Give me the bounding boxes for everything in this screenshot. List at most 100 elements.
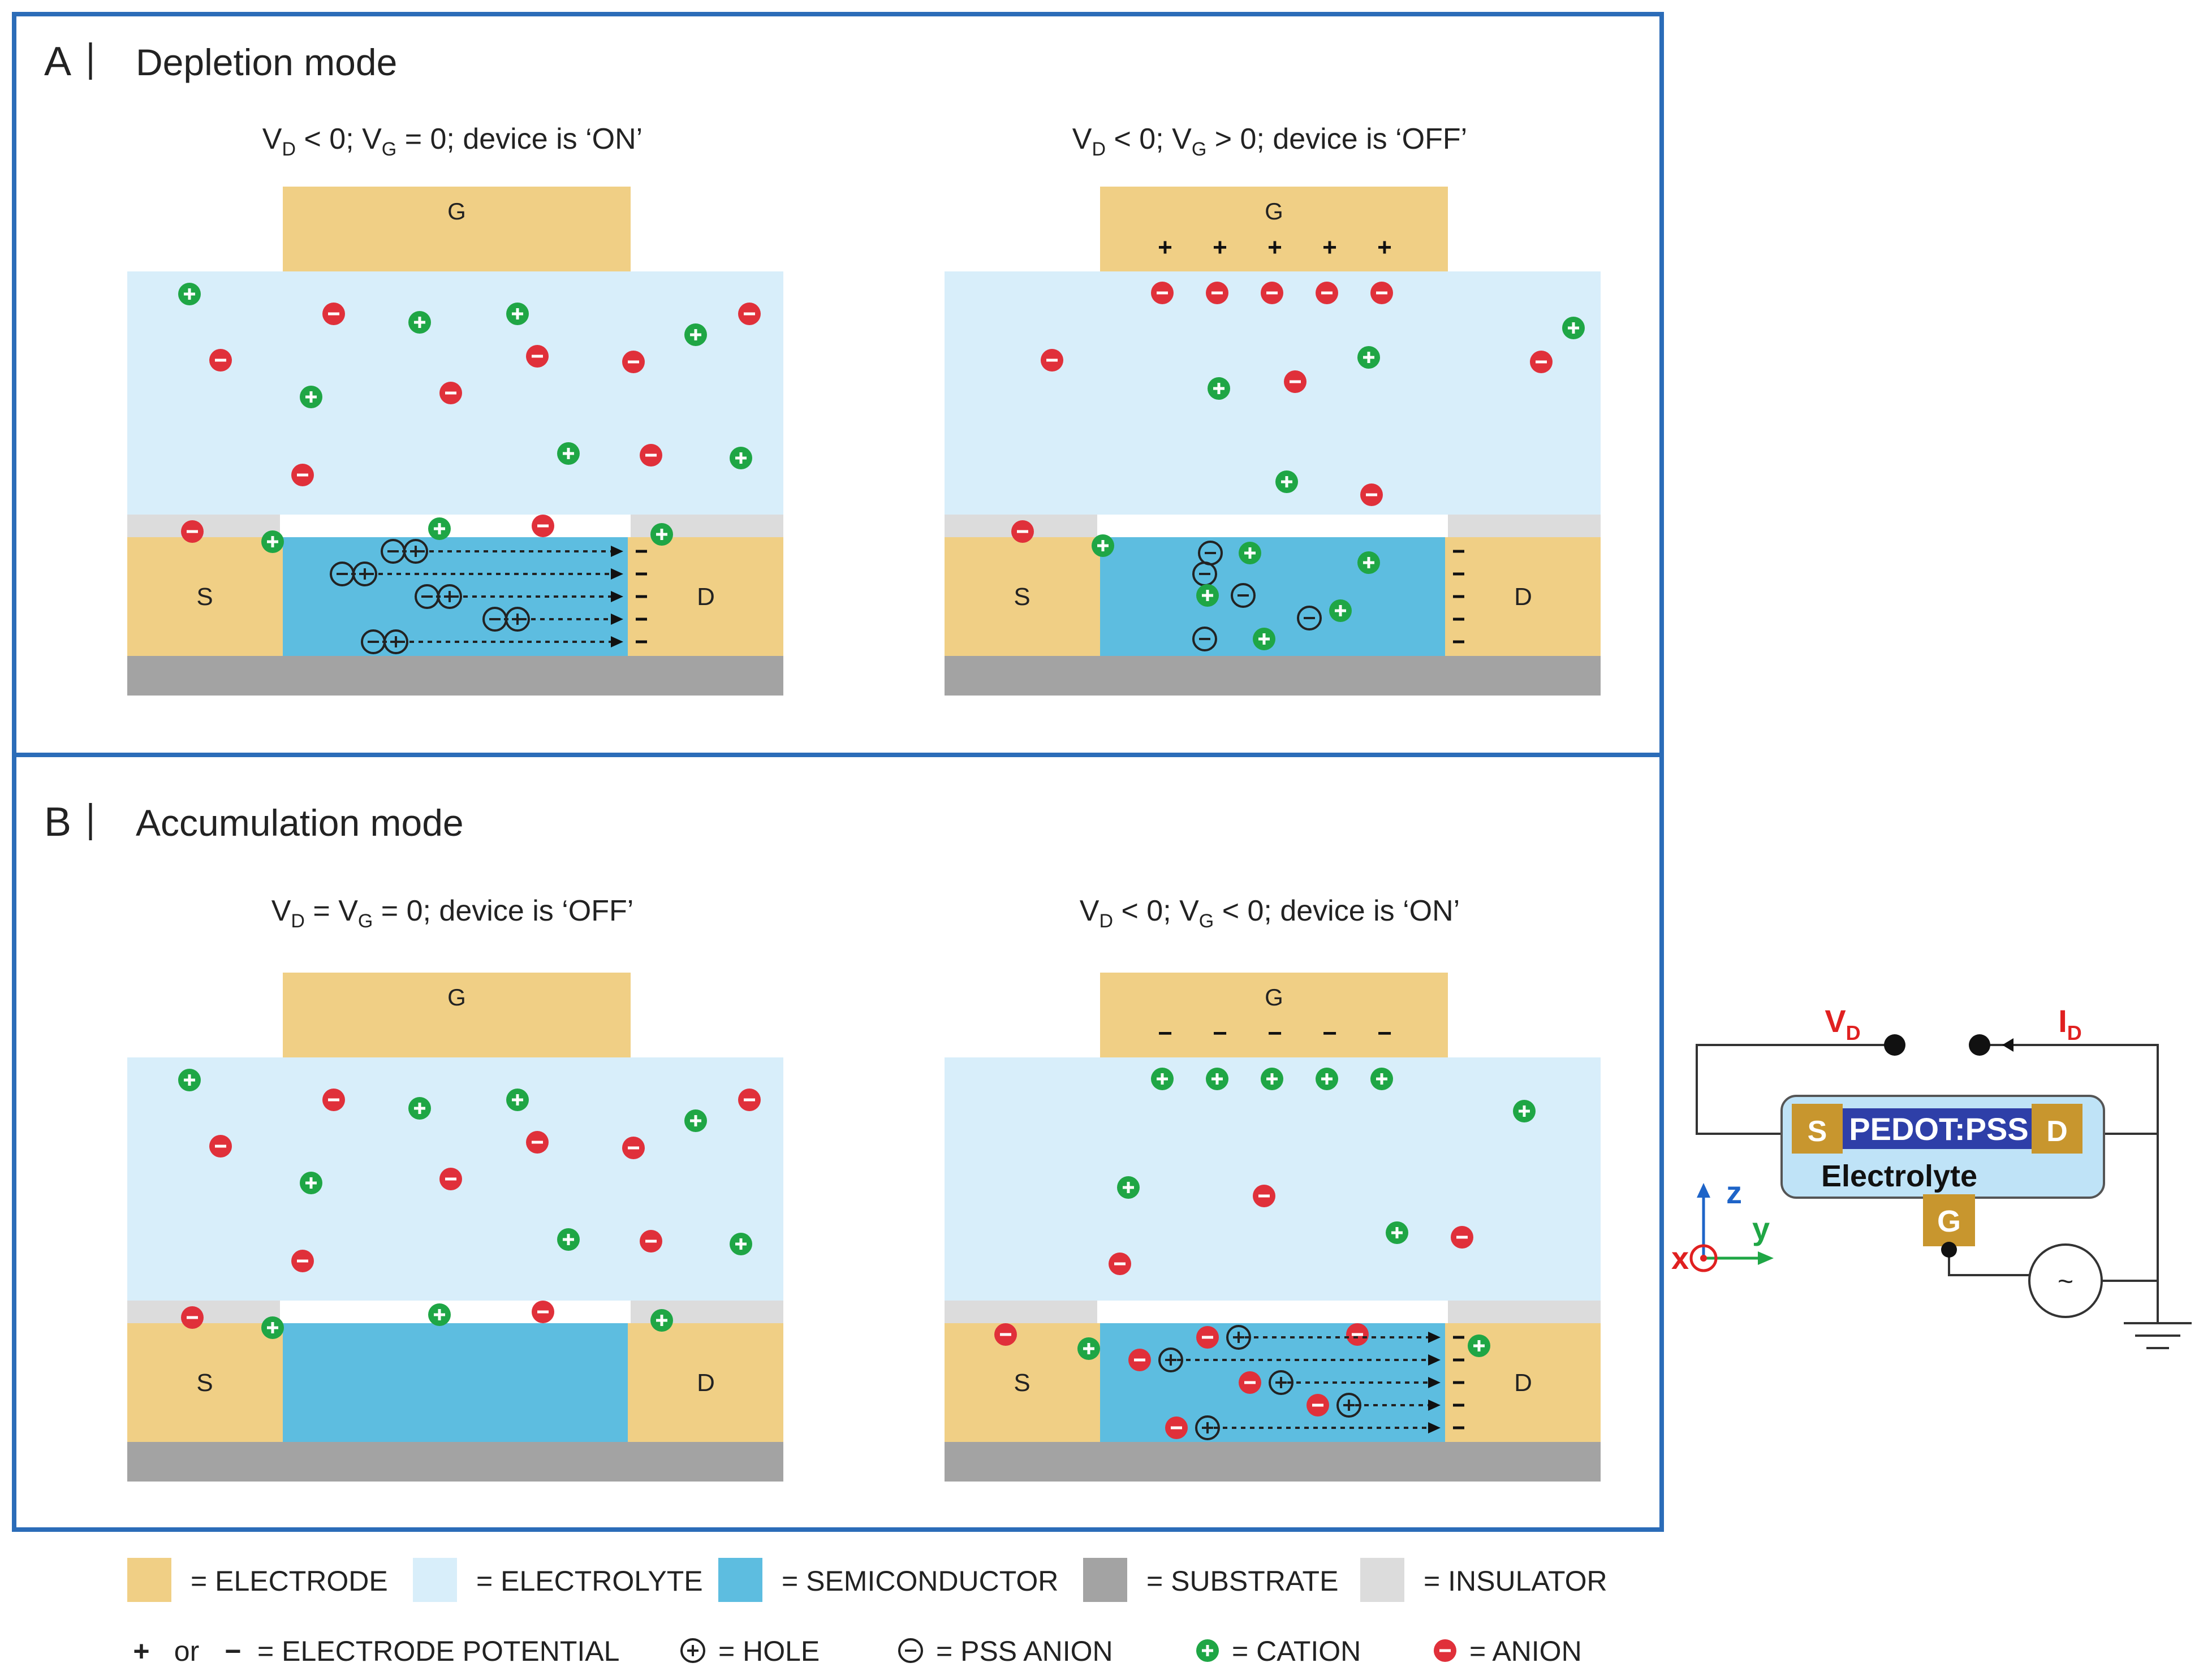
cation-icon: [1386, 1221, 1408, 1244]
pss-anion-icon: [1297, 606, 1322, 630]
pss-anion-icon: [898, 1638, 923, 1663]
gate-charge-sign: +: [1213, 234, 1227, 261]
anion-icon: [209, 349, 232, 372]
substrate: [127, 1442, 783, 1482]
arrow-head: [1428, 1354, 1441, 1366]
arrow-head: [1428, 1377, 1441, 1388]
insulator-left: [127, 1301, 280, 1323]
hole-icon: [403, 539, 428, 564]
insulator-left: [945, 1301, 1097, 1323]
anion-icon: [1360, 483, 1383, 506]
cation-icon: [261, 530, 284, 553]
carrier-flow-arrow: [1346, 1400, 1441, 1411]
anion-icon: [532, 515, 554, 537]
gate-charge-sign: −: [1158, 1020, 1172, 1047]
arrow-head: [611, 568, 623, 580]
gate-electrode: [283, 973, 631, 1057]
arrow-head: [611, 591, 623, 602]
anion-icon: [1196, 1326, 1219, 1349]
circuit-channel-label: PEDOT:PSS: [1849, 1111, 2028, 1147]
condition-subscript: G: [1192, 139, 1206, 160]
hole-icon: [505, 607, 530, 632]
circuit-source-label: S: [1808, 1115, 1827, 1148]
cation-icon: [650, 1309, 673, 1332]
hole-icon: [1336, 1393, 1361, 1418]
pss-anion-icon: [898, 1638, 923, 1663]
anion-icon: [640, 444, 662, 467]
cation-icon: [1275, 470, 1298, 493]
circuit-gate-node: [1941, 1242, 1957, 1258]
legend-swatch: [413, 1558, 457, 1602]
drain-label: D: [1514, 1369, 1532, 1397]
device-condition-label: VD < 0; VG = 0; device is ‘ON’: [262, 123, 643, 160]
x-axis-label: x: [1671, 1240, 1689, 1276]
gate-label: G: [1265, 984, 1283, 1010]
cation-icon: [408, 311, 431, 334]
anion-icon: [1434, 1639, 1456, 1662]
anion-icon: [1530, 351, 1553, 373]
condition-subscript: G: [1199, 910, 1214, 932]
drain-electrode: [628, 1323, 783, 1442]
pss-anion-icon: [1192, 627, 1217, 651]
hole-icon: [680, 1638, 705, 1663]
cation-icon: [1092, 534, 1114, 557]
anion-icon: [1109, 1253, 1131, 1275]
legend-label: = ELECTROLYTE: [476, 1565, 703, 1597]
drain-label: D: [1514, 583, 1532, 611]
cation-icon: [1513, 1100, 1536, 1122]
circuit-gate-pad: [1923, 1194, 1975, 1246]
anion-icon: [1206, 282, 1228, 304]
pss-anion-icon: [1192, 627, 1217, 651]
cation-icon: [1253, 628, 1275, 650]
cation-icon: [684, 323, 707, 346]
carrier-flow-arrow: [1278, 1377, 1441, 1388]
circuit-gate-label: G: [1937, 1204, 1961, 1238]
hole-icon: [680, 1638, 705, 1663]
legend-label: = HOLE: [718, 1635, 820, 1667]
insulator-right: [1448, 515, 1601, 537]
y-axis-arrow: [1758, 1251, 1774, 1265]
anion-icon: [322, 1089, 345, 1111]
electrolyte-region: [945, 1057, 1601, 1301]
semiconductor-channel: [283, 1323, 628, 1442]
cation-icon: [684, 1109, 707, 1132]
anion-icon: [1451, 1226, 1473, 1249]
device-condition-label: VD = VG = 0; device is ‘OFF’: [271, 895, 634, 932]
anion-icon: [1041, 349, 1063, 372]
source-electrode: [127, 537, 283, 656]
cation-icon: [1077, 1337, 1100, 1360]
gate-charge-sign: −: [1377, 1020, 1392, 1047]
panel-b-frame: [12, 753, 1664, 1532]
gate-charge-sign: −: [1322, 1020, 1337, 1047]
cation-icon: [557, 1228, 580, 1251]
condition-text: < 0; V: [1113, 895, 1199, 927]
source-label: S: [196, 1369, 213, 1397]
z-axis-label: z: [1726, 1174, 1742, 1210]
cation-icon: [650, 523, 673, 546]
device-condition-label: VD < 0; VG > 0; device is ‘OFF’: [1072, 123, 1467, 160]
cation-icon: [1562, 317, 1585, 339]
anion-icon: [738, 303, 761, 325]
legend-swatch: [718, 1558, 762, 1602]
carrier-flow-arrow: [393, 546, 623, 557]
anion-icon: [1346, 1323, 1369, 1346]
arrow-head: [611, 546, 623, 557]
hole-icon: [1158, 1348, 1183, 1372]
legend-plus-sign: +: [133, 1635, 149, 1667]
gate-label: G: [1265, 198, 1283, 224]
anion-icon: [1165, 1416, 1188, 1439]
substrate: [945, 1442, 1601, 1482]
wire: [1980, 1044, 2159, 1281]
cation-icon: [1468, 1335, 1490, 1357]
z-axis-arrow: [1697, 1183, 1710, 1198]
hole-icon: [437, 584, 462, 609]
hole-icon: [1226, 1325, 1251, 1350]
condition-text: V: [262, 123, 282, 156]
cation-icon: [1357, 346, 1380, 369]
carrier-flow-arrow: [342, 568, 623, 580]
anion-icon: [1316, 282, 1338, 304]
